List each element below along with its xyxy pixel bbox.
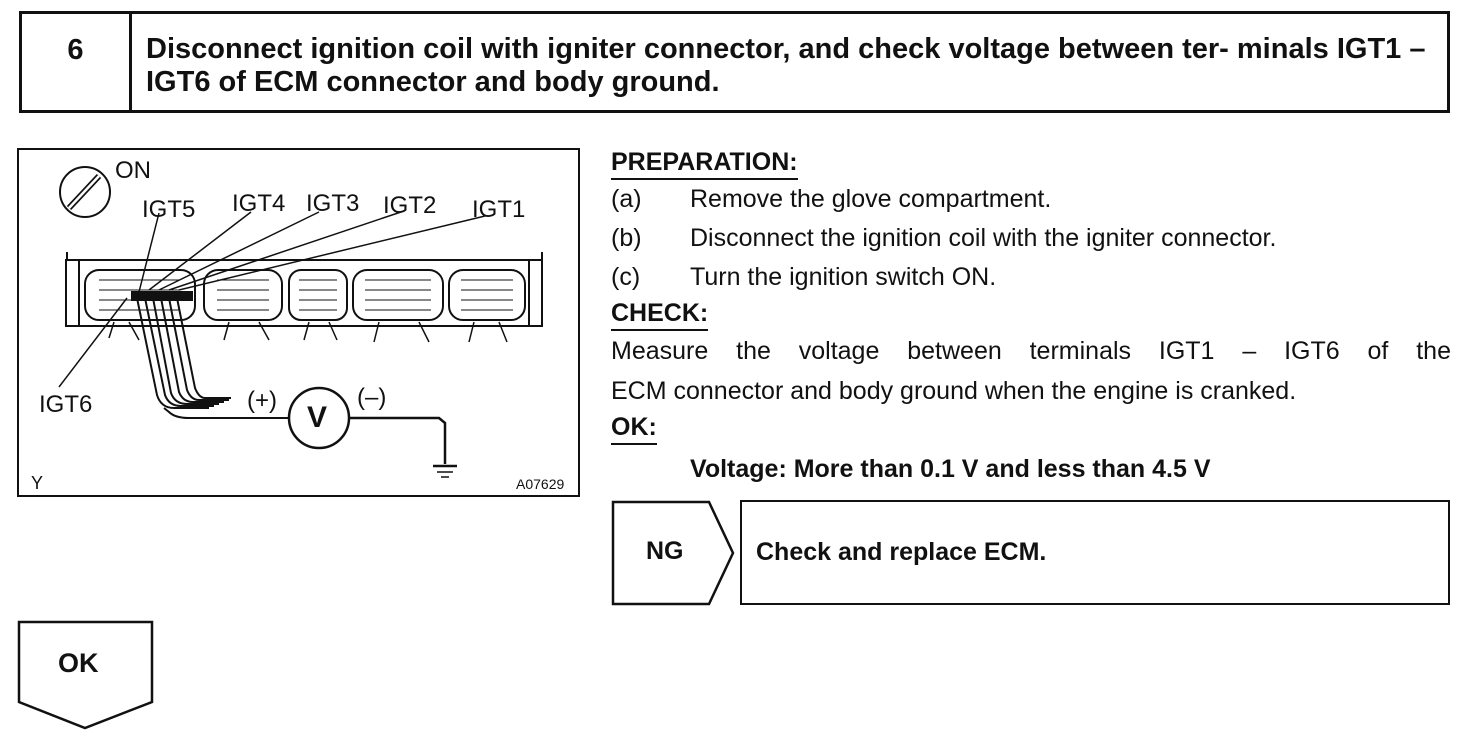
step-text: Disconnect the ignition coil with the ig… [690,224,1277,252]
switch-on-label: ON [115,157,151,184]
corner-code: Y [31,473,44,493]
ng-label: NG [646,537,684,565]
check-text-line: Measure the voltage between terminals IG… [611,337,1451,365]
ng-arrow-icon [611,500,735,606]
ok-label: OK [58,648,99,678]
terminal-leaders [58,211,486,388]
igt5-label: IGT5 [142,196,196,223]
step-header: 6 Disconnect ignition coil with igniter … [19,11,1450,113]
ecm-connector [65,252,543,343]
ok-spec-value: Voltage: More than 0.1 V and less than 4… [690,455,1211,483]
check-heading: CHECK: [611,297,709,331]
preparation-step: (c) Turn the ignition switch ON. [611,258,1451,297]
preparation-step: (b) Disconnect the ignition coil with th… [611,219,1451,258]
igt2-label: IGT2 [383,192,437,219]
step-letter: (a) [611,185,642,213]
voltmeter-icon [287,386,457,478]
step-text: Turn the ignition switch ON. [690,263,997,291]
preparation-step: (a) Remove the glove compartment. [611,180,1451,219]
diagram-drawing [58,166,543,478]
igt6-label: IGT6 [39,391,93,418]
step-letter: (c) [611,263,641,291]
ok-arrow-icon [17,620,154,730]
step-text: Remove the glove compartment. [690,185,1052,213]
ok-heading: OK: [611,411,657,445]
step-title: Disconnect ignition coil with igniter co… [146,33,1426,98]
igt1-label: IGT1 [472,196,526,223]
voltmeter-label: V [307,401,328,434]
figure-id: A07629 [516,476,565,492]
ng-action-box: Check and replace ECM. [740,500,1450,605]
instructions: PREPARATION: (a) Remove the glove compar… [611,146,1451,489]
igt4-label: IGT4 [232,190,286,217]
igt3-label: IGT3 [306,190,360,217]
ignition-switch-icon [59,166,111,218]
ng-action-text: Check and replace ECM. [756,538,1047,566]
positive-label: (+) [247,387,277,414]
negative-label: (–) [357,384,387,411]
step-letter: (b) [611,224,642,252]
preparation-heading: PREPARATION: [611,146,798,180]
probe-leads [131,291,289,419]
wiring-diagram: ON IGT5 IGT4 IGT3 IGT2 IGT1 IGT6 (+) (–)… [17,148,580,497]
step-number: 6 [22,14,132,110]
check-text-line: ECM connector and body ground when the e… [611,377,1297,405]
